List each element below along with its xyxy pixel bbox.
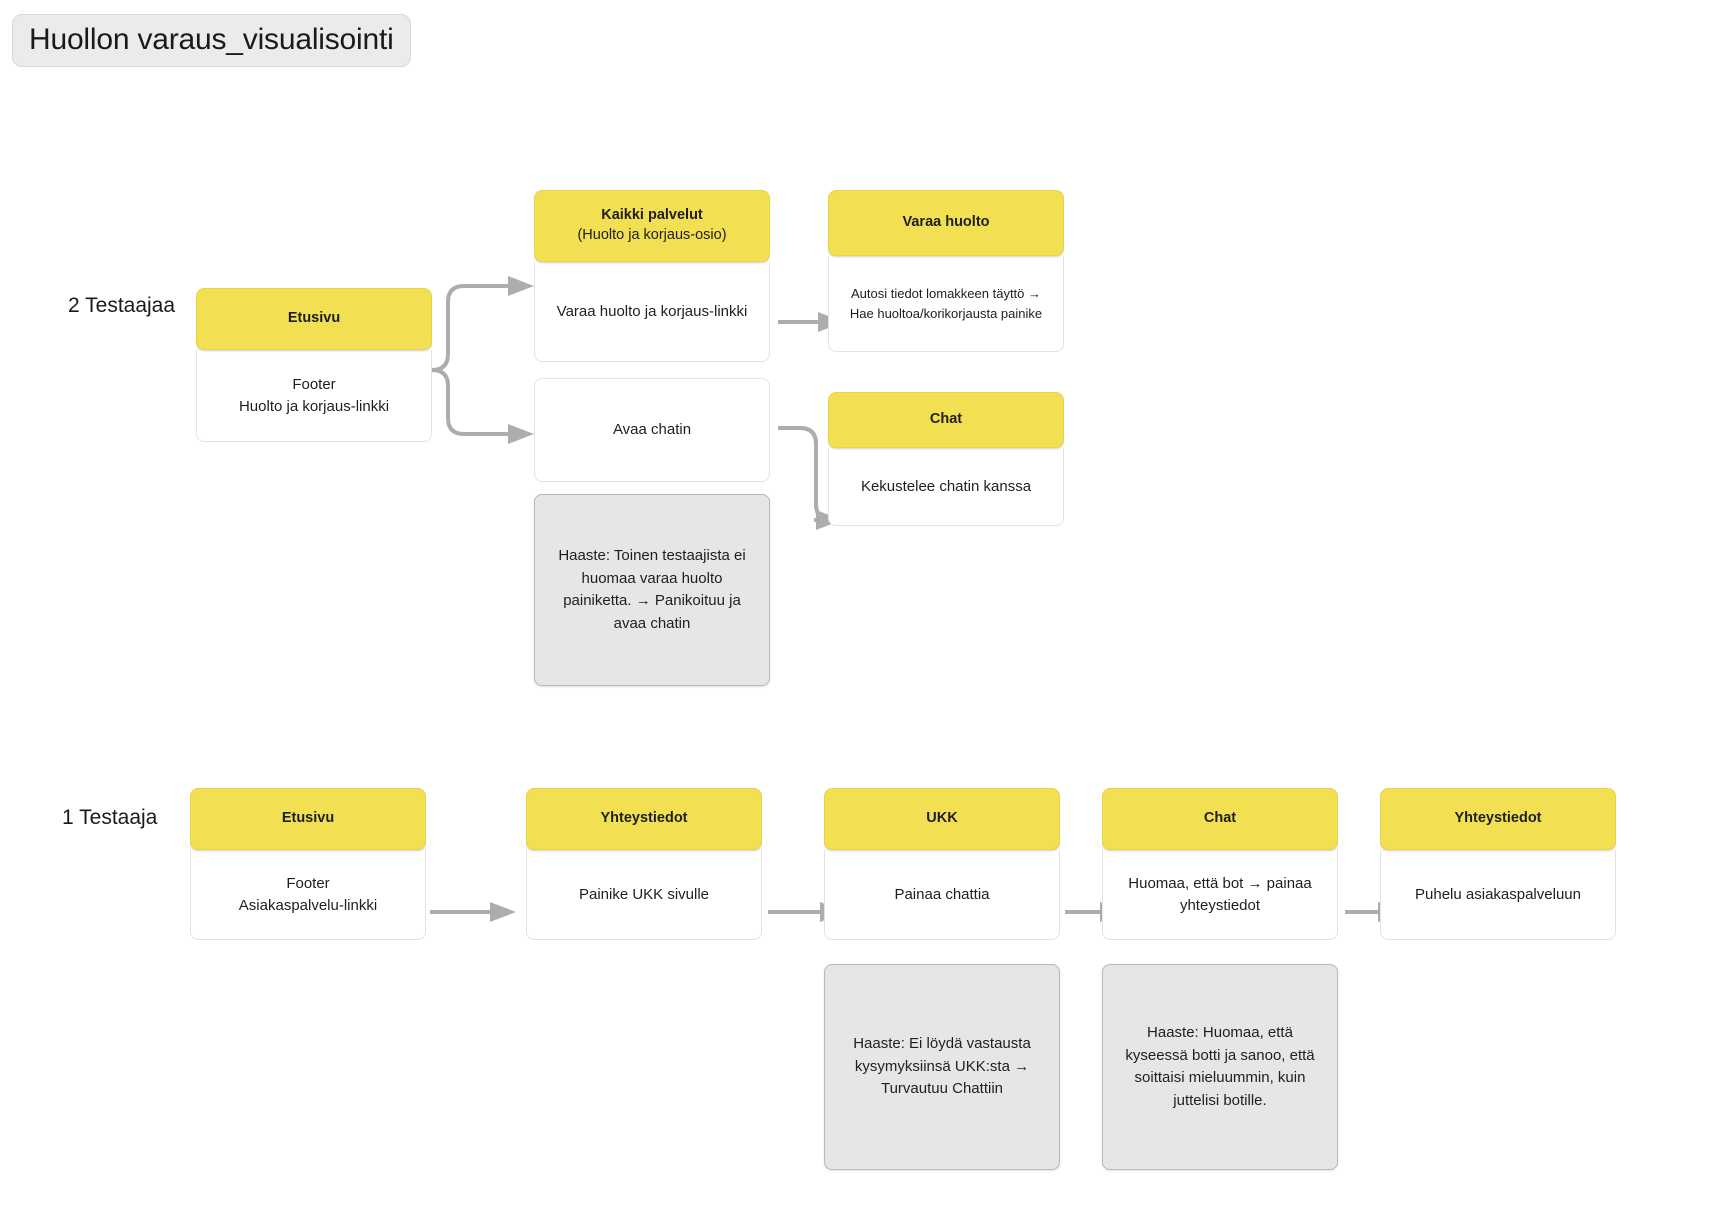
row-label-1-testaaja: 1 Testaaja [62, 806, 158, 829]
node-header-title: Chat [929, 411, 963, 428]
node-chat-bottom-body: Huomaa, että bot → painaa yhteystiedot [1102, 850, 1338, 940]
node-chat-top-body: Kekustelee chatin kanssa [828, 448, 1064, 526]
page-title-chip[interactable]: Huollon varaus_visualisointi [12, 14, 411, 67]
node-ukk-body: Painaa chattia [824, 850, 1060, 940]
node-yhteystiedot-1-header: Yhteystiedot [526, 788, 762, 850]
node-yhteystiedot-1-body: Painike UKK sivulle [526, 850, 762, 940]
node-yhteystiedot-2[interactable]: Yhteystiedot Puhelu asiakaspalveluun [1380, 788, 1616, 940]
node-header-title: Chat [1203, 810, 1237, 827]
node-kaikki-palvelut[interactable]: Kaikki palvelut (Huolto ja korjaus-osio)… [534, 190, 770, 362]
node-chat-bottom-header: Chat [1102, 788, 1338, 850]
node-kaikki-palvelut-header: Kaikki palvelut (Huolto ja korjaus-osio) [534, 190, 770, 262]
node-etusivu-bottom[interactable]: Etusivu Footer Asiakaspalvelu-linkki [190, 788, 426, 940]
node-header-title: Yhteystiedot [600, 810, 688, 827]
node-etusivu-top-header: Etusivu [196, 288, 432, 350]
node-chat-top[interactable]: Chat Kekustelee chatin kanssa [828, 392, 1064, 526]
node-etusivu-bottom-header: Etusivu [190, 788, 426, 850]
node-header-title: UKK [926, 810, 958, 827]
node-avaa-chatin-body: Avaa chatin [534, 378, 770, 482]
note-haaste-top: Haaste: Toinen testaajista ei huomaa var… [534, 494, 770, 686]
node-varaa-huolto[interactable]: Varaa huolto Autosi tiedot lomakkeen täy… [828, 190, 1064, 352]
node-yhteystiedot-2-body: Puhelu asiakaspalveluun [1380, 850, 1616, 940]
node-header-title: Etusivu [281, 810, 335, 827]
node-chat-top-header: Chat [828, 392, 1064, 448]
node-header-title: Etusivu [287, 310, 341, 327]
node-header-subtitle: (Huolto ja korjaus-osio) [577, 227, 727, 243]
note-haaste-ukk: Haaste: Ei löydä vastausta kysymyksiinsä… [824, 964, 1060, 1170]
node-etusivu-top[interactable]: Etusivu Footer Huolto ja korjaus-linkki [196, 288, 432, 442]
node-etusivu-top-body: Footer Huolto ja korjaus-linkki [196, 350, 432, 442]
arrow-bottom-1 [430, 902, 516, 922]
node-kaikki-palvelut-body: Varaa huolto ja korjaus-linkki [534, 262, 770, 362]
row-label-2-testaajaa: 2 Testaajaa [68, 294, 176, 317]
node-header-title: Kaikki palvelut [601, 207, 703, 224]
note-haaste-chat: Haaste: Huomaa, että kyseessä botti ja s… [1102, 964, 1338, 1170]
node-header-title: Varaa huolto [902, 214, 990, 231]
node-chat-bottom[interactable]: Chat Huomaa, että bot → painaa yhteystie… [1102, 788, 1338, 940]
node-yhteystiedot-1[interactable]: Yhteystiedot Painike UKK sivulle [526, 788, 762, 940]
node-etusivu-bottom-body: Footer Asiakaspalvelu-linkki [190, 850, 426, 940]
node-varaa-huolto-body: Autosi tiedot lomakkeen täyttö → Hae huo… [828, 256, 1064, 352]
node-avaa-chatin[interactable]: Avaa chatin [534, 378, 770, 482]
node-varaa-huolto-header: Varaa huolto [828, 190, 1064, 256]
node-ukk[interactable]: UKK Painaa chattia [824, 788, 1060, 940]
node-header-title: Yhteystiedot [1454, 810, 1542, 827]
node-ukk-header: UKK [824, 788, 1060, 850]
node-yhteystiedot-2-header: Yhteystiedot [1380, 788, 1616, 850]
